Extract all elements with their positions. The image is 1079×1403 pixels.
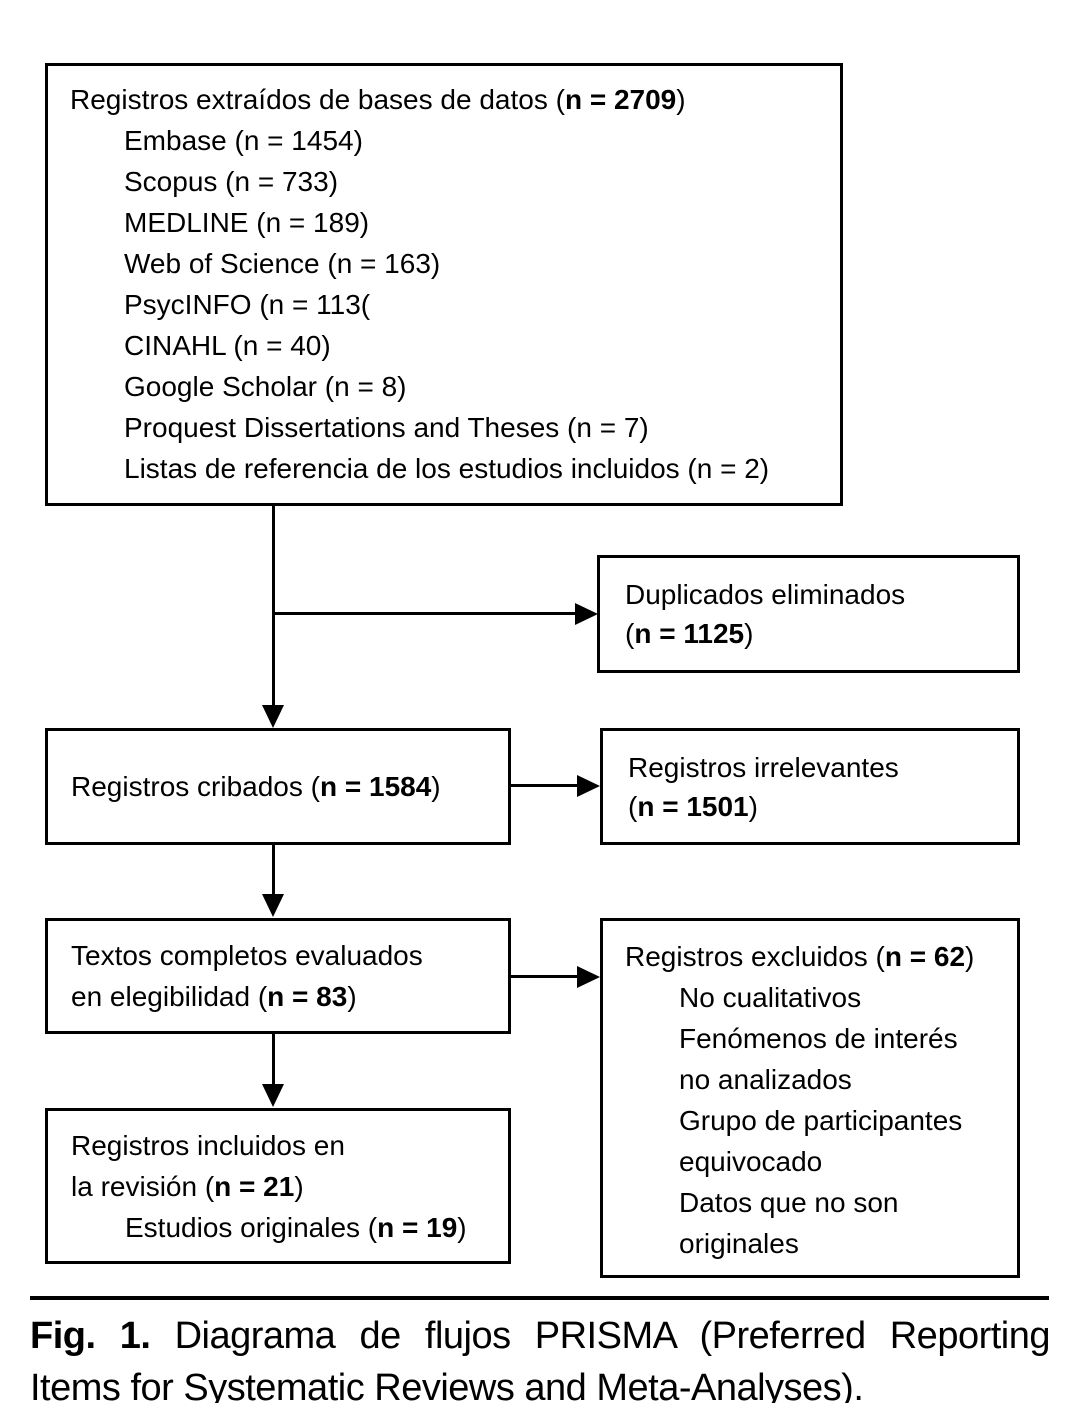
box-text-line: MEDLINE (n = 189) (124, 207, 370, 238)
arrow-screened-to-fulltext-shaft (272, 845, 275, 895)
box-records-included: Registros incluidos en la revisión (n = 2… (45, 1108, 511, 1264)
box-text-line: Registros cribados (n = 1584) (71, 771, 441, 802)
box-text-line: Datos que no son (679, 1187, 899, 1218)
box-text-line: Listas de referencia de los estudios inc… (124, 453, 770, 484)
box-text-line: Registros extraídos de bases de datos (n… (70, 84, 686, 115)
box-text-line: Duplicados eliminados (625, 579, 906, 610)
arrow-to-duplicates-shaft (272, 612, 577, 615)
arrow-to-excluded-shaft (511, 975, 579, 978)
box-text-line: Embase (n = 1454) (124, 125, 363, 156)
box-text-line: Registros excluidos (n = 62) (625, 941, 975, 972)
box-text-line: Google Scholar (n = 8) (124, 371, 407, 402)
box-text-line: Registros irrelevantes (628, 751, 899, 783)
box-text-line: (n = 1501) (628, 790, 758, 822)
arrow-fulltext-to-included-shaft (272, 1034, 275, 1085)
box-text-line: CINAHL (n = 40) (124, 330, 331, 361)
box-text-line: Grupo de participantes (679, 1105, 963, 1136)
figure-caption: Fig. 1. Diagrama de flujos PRISMA (Prefe… (30, 1310, 1051, 1403)
arrow-to-irrelevant-head (577, 775, 600, 797)
box-records-screened: Registros cribados (n = 1584) (45, 728, 511, 845)
box-text-line: No cualitativos (679, 982, 862, 1013)
caption-line-1-text: Diagrama de flujos PRISMA (Preferred Rep… (150, 1315, 1051, 1357)
box-text-line: Textos completos evaluados (71, 940, 423, 971)
box-text-line: Web of Science (n = 163) (124, 248, 441, 279)
box-records-irrelevant: Registros irrelevantes (n = 1501) (600, 728, 1020, 845)
caption-fig-label: Fig. 1. (30, 1315, 151, 1357)
arrow-to-duplicates-head (575, 603, 598, 625)
box-text-line: Proquest Dissertations and Theses (n = 7… (124, 412, 649, 443)
box-text-line: Fenómenos de interés (679, 1023, 958, 1054)
caption-rule (30, 1296, 1049, 1300)
box-text-line: en elegibilidad (n = 83) (71, 981, 357, 1012)
box-text-line: Registros incluidos en (71, 1129, 345, 1161)
caption-line-1: Fig. 1. Diagrama de flujos PRISMA (Prefe… (30, 1310, 1051, 1362)
arrow-identified-to-screened-shaft (272, 506, 275, 706)
arrow-fulltext-to-included-head (262, 1084, 284, 1107)
box-duplicates-removed: Duplicados eliminados (n = 1125) (597, 555, 1020, 673)
box-text-line: originales (679, 1228, 799, 1259)
box-text-line: Estudios originales (n = 19) (125, 1211, 467, 1243)
box-text-line: la revisión (n = 21) (71, 1170, 304, 1202)
box-text-line: (n = 1125) (625, 618, 754, 649)
box-text-line: equivocado (679, 1146, 823, 1177)
arrow-identified-to-screened-head (262, 705, 284, 728)
box-text-line: PsycINFO (n = 113( (124, 289, 371, 320)
box-text-line: no analizados (679, 1064, 852, 1095)
box-text-line: Scopus (n = 733) (124, 166, 339, 197)
box-records-excluded: Registros excluidos (n = 62) No cualitati… (600, 918, 1020, 1278)
arrow-to-irrelevant-shaft (511, 784, 579, 787)
box-records-identified: Registros extraídos de bases de datos (n… (45, 63, 843, 506)
box-fulltext-assessed: Textos completos evaluados en elegibilida… (45, 918, 511, 1034)
caption-line-2: Items for Systematic Reviews and Meta-An… (30, 1367, 864, 1403)
arrow-screened-to-fulltext-head (262, 894, 284, 917)
arrow-to-excluded-head (577, 966, 600, 988)
